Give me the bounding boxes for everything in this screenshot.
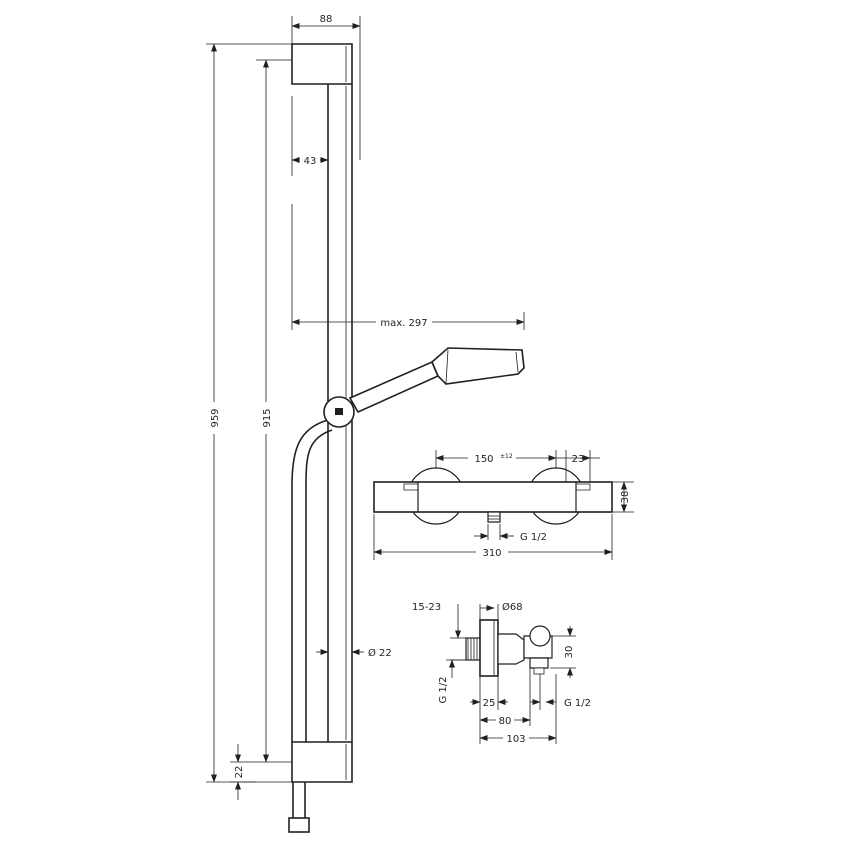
shower-hose [288, 419, 333, 833]
dim-mixer-outlet-thread: G 1/2 [520, 532, 547, 543]
side-view-dimensions: 15-23 Ø68 30 G 1/2 25 G 1/2 80 [412, 601, 591, 745]
thermostat-side-view [465, 619, 553, 677]
dim-side-80: 80 [499, 716, 512, 727]
dim-total-height: 959 [210, 408, 221, 427]
dim-mixer-length: 310 [482, 548, 501, 559]
dim-side-103: 103 [506, 734, 525, 745]
dim-eccentric-range: 15-23 [412, 602, 441, 613]
thermostat-dimensions: 150 ±12 23 38 G 1/2 310 [373, 450, 634, 560]
dim-max-reach: max. 297 [380, 318, 427, 329]
thermostat-front-view [373, 467, 613, 525]
dim-rail-head-width: 88 [320, 14, 333, 25]
hand-shower [348, 347, 525, 414]
dim-escutcheon-diameter: Ø68 [502, 601, 523, 613]
dim-hose-diameter: Ø 22 [368, 647, 392, 659]
dim-rail-offset: 43 [304, 156, 317, 167]
dim-mixer-centers-tolerance: ±12 [500, 453, 513, 460]
dim-rail-height: 915 [262, 408, 273, 427]
dim-bottom-offset: 22 [234, 766, 245, 779]
dim-side-height: 30 [564, 646, 575, 659]
dim-mixer-depth: 38 [620, 491, 631, 504]
dim-side-inlet-thread: G 1/2 [438, 676, 449, 703]
rail-dimensions: 88 43 max. 297 959 915 22 Ø 22 [206, 14, 525, 800]
dim-mixer-centers: 150 [474, 454, 493, 465]
slider-holder [323, 396, 355, 428]
dim-side-25: 25 [483, 698, 496, 709]
dim-side-outlet-thread: G 1/2 [564, 698, 591, 709]
dim-mixer-end: 23 [572, 454, 585, 465]
